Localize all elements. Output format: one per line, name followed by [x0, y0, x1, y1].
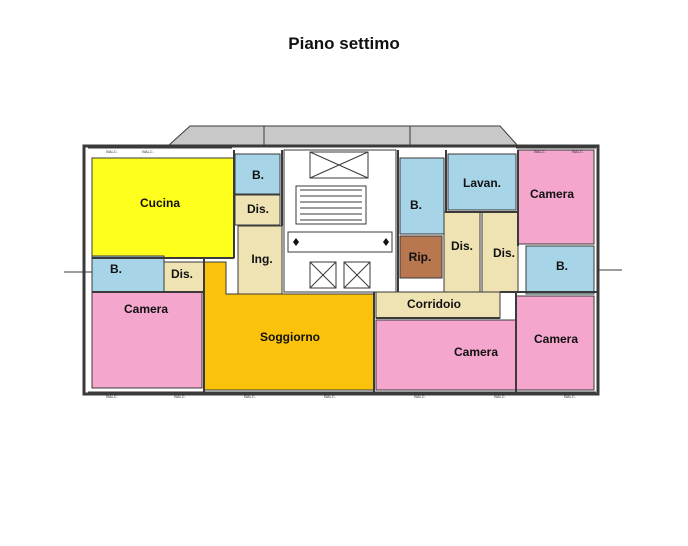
- room-camera-bottom-right: [515, 295, 595, 391]
- interior-walls: [92, 150, 598, 392]
- room-camera-left: [91, 291, 203, 389]
- label-ingresso: Ing.: [251, 252, 272, 266]
- room-bagno-right: [525, 245, 595, 295]
- label-dis-right: Dis.: [493, 246, 515, 260]
- balcony-tag: BALC.: [534, 149, 546, 154]
- label-bagno-left: B.: [110, 262, 122, 276]
- label-lavanderia: Lavan.: [463, 176, 501, 190]
- label-cucina: Cucina: [140, 196, 180, 210]
- balcony-tag: BALC.: [244, 394, 256, 399]
- balcony-tag: BALC.: [174, 394, 186, 399]
- balcony-tag: BALC.: [494, 394, 506, 399]
- room-stair-core: [283, 149, 397, 293]
- label-dis-center: Dis.: [451, 239, 473, 253]
- balcony-tag: BALC.: [324, 394, 336, 399]
- room-dis-center: [443, 211, 481, 293]
- label-soggiorno: Soggiorno: [260, 330, 320, 344]
- label-bagno-top-left: B.: [252, 168, 264, 182]
- label-camera-top-right: Camera: [530, 187, 574, 201]
- room-dis-top-left: [234, 194, 281, 226]
- side-markers: [64, 269, 622, 273]
- label-corridoio: Corridoio: [407, 297, 461, 311]
- room-camera-bottom-center: [375, 319, 517, 391]
- balcony-tag: BALC.: [106, 149, 118, 154]
- label-camera-bottom-center: Camera: [454, 345, 498, 359]
- label-bagno-center: B.: [410, 198, 422, 212]
- roof-left: [166, 125, 265, 147]
- room-lavanderia: [447, 153, 517, 211]
- stairs: [287, 151, 393, 289]
- room-bagno-center: [399, 157, 445, 235]
- balcony-tag: BALC.: [572, 149, 584, 154]
- label-dis-left: Dis.: [171, 267, 193, 281]
- label-ripostiglio: Rip.: [409, 250, 432, 264]
- balcony-tag: BALC.: [564, 394, 576, 399]
- balcony-tag: BALC.: [414, 394, 426, 399]
- balcony-tag: BALC.: [142, 149, 154, 154]
- page-title: Piano settimo: [288, 34, 400, 53]
- room-corridoio: [375, 291, 501, 319]
- room-bagno-left: [91, 255, 165, 293]
- room-camera-top-right: [517, 149, 595, 245]
- room-ripostiglio: [399, 235, 443, 279]
- room-dis-right: [481, 211, 519, 293]
- balcony-tag: BALC.: [106, 394, 118, 399]
- label-camera-bottom-right: Camera: [534, 332, 578, 346]
- label-bagno-right: B.: [556, 259, 568, 273]
- label-camera-left: Camera: [124, 302, 168, 316]
- diamond-markers: [293, 238, 389, 246]
- label-dis-top-left: Dis.: [247, 202, 269, 216]
- roof-right: [409, 125, 520, 147]
